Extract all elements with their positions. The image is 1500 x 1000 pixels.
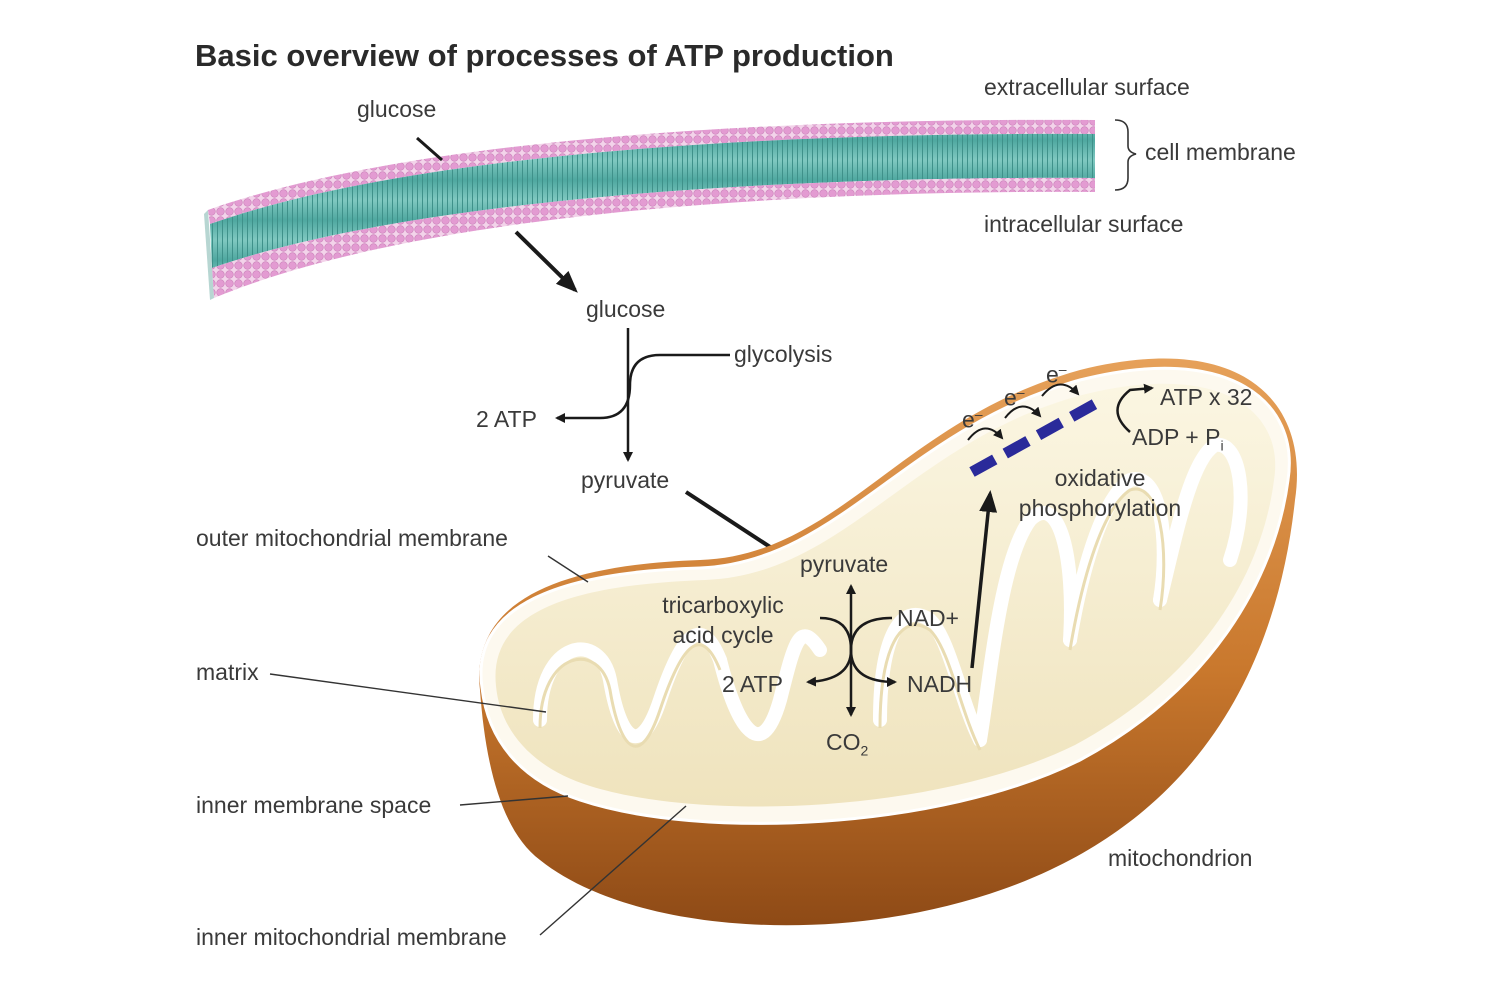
- electron-hop-2: [1004, 405, 1042, 419]
- glucose-cytoplasm-label: glucose: [586, 296, 666, 322]
- electron-1-text: e: [962, 406, 975, 433]
- inner-membrane-label: inner mitochondrial membrane: [196, 924, 507, 950]
- electron-hop-arrows: [967, 383, 1080, 441]
- co2-label: CO2: [826, 731, 868, 758]
- atp-x32-label: ATP x 32: [1160, 384, 1253, 410]
- co2-text: CO: [826, 729, 861, 755]
- electron-label-3: e–: [1046, 362, 1067, 387]
- outer-membrane-label: outer mitochondrial membrane: [196, 525, 508, 551]
- nad-plus-label: NAD+: [897, 605, 959, 631]
- electron-2-text: e: [1004, 384, 1017, 411]
- matrix-label: matrix: [196, 659, 259, 685]
- electron-label-1: e–: [962, 407, 983, 432]
- mitochondrion-label: mitochondrion: [1108, 845, 1253, 871]
- mitochondrion-illustration: [479, 358, 1297, 926]
- electron-2-charge: –: [1016, 384, 1025, 400]
- tca-atp-label: 2 ATP: [722, 671, 783, 697]
- intracellular-surface-label: intracellular surface: [984, 211, 1184, 237]
- oxphos-label-line1: oxidative: [1054, 465, 1146, 491]
- electron-hop-3: [1041, 383, 1080, 397]
- pyruvate-cytoplasm-label: pyruvate: [581, 467, 670, 493]
- electron-hop-1: [967, 427, 1004, 441]
- tca-label-line1: tricarboxylic: [662, 592, 784, 618]
- diagram-title: Basic overview of processes of ATP produ…: [195, 38, 894, 73]
- glycolysis-atp-label: 2 ATP: [476, 406, 537, 432]
- co2-subscript: 2: [860, 742, 869, 759]
- electron-3-text: e: [1046, 361, 1059, 388]
- electron-transport-chain: [969, 395, 1105, 477]
- cell-membrane-brace: [1114, 119, 1137, 191]
- tca-cycle-arrows: [806, 584, 897, 717]
- outer-membrane-pointer: [547, 555, 589, 583]
- atp-synthesis-arrow: [1116, 383, 1154, 433]
- pi-subscript: i: [1220, 437, 1224, 454]
- pyruvate-mito-label: pyruvate: [800, 551, 889, 577]
- transport-arrow: [514, 230, 578, 293]
- inner-membrane-pointer: [539, 805, 687, 936]
- adp-text: ADP + P: [1132, 424, 1221, 450]
- electron-label-2: e–: [1004, 385, 1025, 410]
- cell-membrane-label: cell membrane: [1145, 139, 1296, 165]
- inner-space-pointer: [459, 795, 569, 806]
- nadh-label: NADH: [907, 671, 973, 697]
- nadh-to-etc-arrow: [970, 490, 998, 669]
- extracellular-surface-label: extracellular surface: [984, 74, 1190, 100]
- glucose-membrane-label: glucose: [357, 96, 437, 122]
- tca-right-curve: [849, 616, 897, 687]
- matrix-pointer: [269, 673, 547, 713]
- glycolysis-side-arrow: [555, 353, 730, 423]
- cell-membrane-illustration: [204, 119, 1095, 300]
- tca-label-line2: acid cycle: [672, 622, 774, 648]
- glycolysis-label: glycolysis: [734, 341, 833, 367]
- inner-membrane-space-label: inner membrane space: [196, 792, 432, 818]
- electron-3-charge: –: [1058, 361, 1067, 377]
- label-pointers: [269, 555, 687, 936]
- adp-pi-label: ADP + Pi: [1132, 426, 1224, 453]
- electron-1-charge: –: [974, 406, 983, 422]
- oxphos-label-line2: phosphorylation: [1018, 495, 1182, 521]
- glucose-membrane-pointer: [416, 136, 443, 162]
